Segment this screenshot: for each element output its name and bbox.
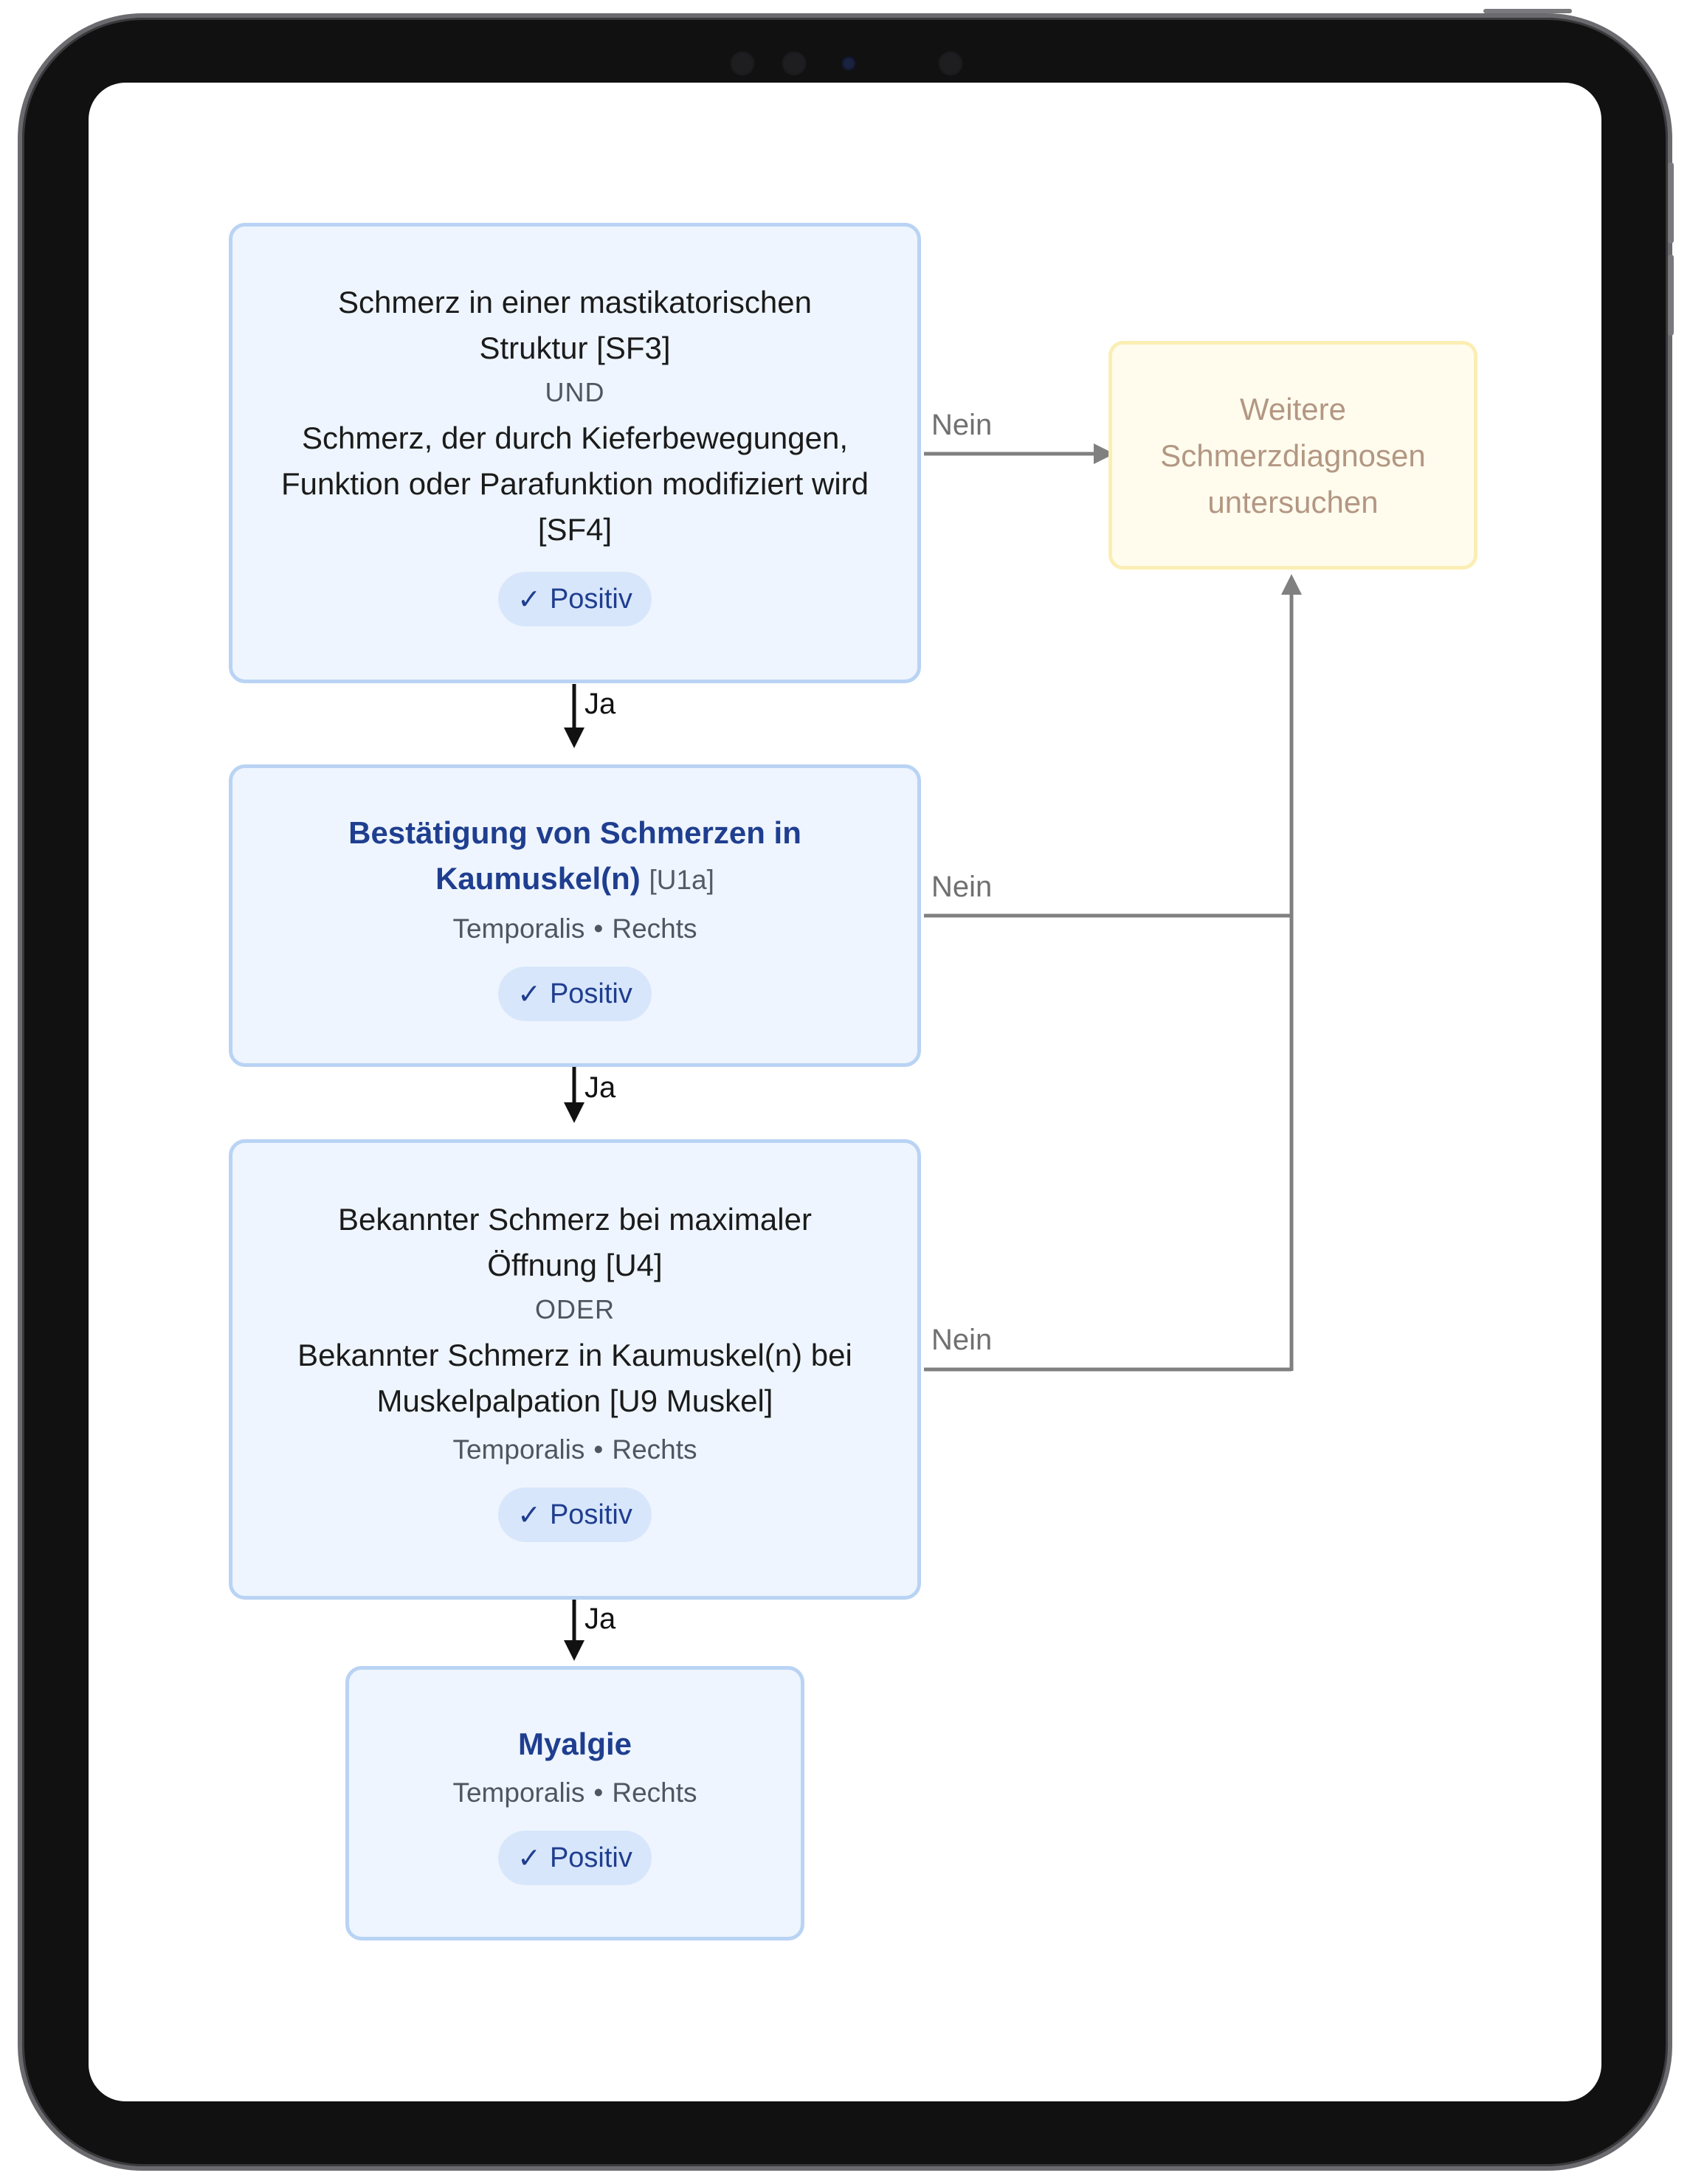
result-badge-positive: ✓ Positiv [498,572,652,626]
result-badge-positive: ✓ Positiv [498,1487,652,1542]
checkmark-icon: ✓ [517,584,541,615]
diagnosis-title: Myalgie [517,1727,632,1761]
front-camera [841,56,856,71]
bullet-dot: • [593,913,604,944]
location-meta: Temporalis • Rechts [452,913,697,944]
sensor-dot [781,50,807,77]
logic-connector-oder: ODER [534,1294,615,1324]
volume-up-button [1668,162,1674,243]
criterion-text-u4: Bekannter Schmerz bei maximaler Öffnung … [338,1202,812,1282]
criterion-text-sf3: Schmerz in einer mastikatorischen Strukt… [338,285,812,365]
muscle-label: Temporalis [452,1777,585,1808]
logic-connector-und: UND [545,377,605,407]
criterion-node-u4-u9[interactable]: Bekannter Schmerz bei maximaler Öffnung … [229,1139,921,1600]
checkmark-icon: ✓ [517,978,541,1010]
checkmark-icon: ✓ [517,1499,541,1531]
location-meta: Temporalis • Rechts [452,1434,697,1465]
other-diagnoses-text: Weitere Schmerzdiagnosen untersuchen [1160,391,1426,519]
criterion-title-u1a: Bestätigung von Schmerzen in Kaumuskel(n… [317,810,833,903]
criterion-node-u1a[interactable]: Bestätigung von Schmerzen in Kaumuskel(n… [229,764,921,1067]
criterion-title-text: Bestätigung von Schmerzen in Kaumuskel(n… [348,815,801,896]
no-label: Nein [931,1324,993,1356]
side-label: Rechts [612,913,697,944]
criterion-text-sf4: Schmerz, der durch Kieferbewegungen, Fun… [280,421,869,547]
power-button [1483,9,1572,13]
other-diagnoses-node[interactable]: Weitere Schmerzdiagnosen untersuchen [1108,341,1477,570]
result-badge-positive: ✓ Positiv [498,967,652,1021]
volume-down-button [1668,255,1674,336]
no-edge-1 [924,443,1114,464]
badge-label: Positiv [549,978,632,1009]
bullet-dot: • [593,1777,604,1808]
criterion-node-sf3-sf4[interactable]: Schmerz in einer mastikatorischen Strukt… [229,223,921,683]
yes-edge-2 [564,1067,584,1123]
sensor-dot [729,50,756,77]
muscle-label: Temporalis [452,1434,585,1465]
badge-label: Positiv [549,1842,632,1873]
diagnosis-node-myalgie[interactable]: Myalgie Temporalis • Rechts ✓ Positiv [345,1666,804,1941]
yes-label: Ja [584,1071,616,1104]
side-label: Rechts [612,1777,697,1808]
criterion-code: [U1a] [649,865,714,895]
result-badge-positive: ✓ Positiv [498,1831,652,1885]
yes-edge-3 [564,1599,584,1661]
sensor-dot [937,50,964,77]
bullet-dot: • [593,1434,604,1465]
yes-label: Ja [584,1603,616,1635]
badge-label: Positiv [549,583,632,615]
criterion-text-u9: Bekannter Schmerz in Kaumuskel(n) bei Mu… [297,1338,852,1418]
checkmark-icon: ✓ [517,1842,541,1874]
flow-edges [564,443,1302,1661]
yes-edge-1 [564,684,584,748]
no-label: Nein [931,409,993,441]
side-label: Rechts [612,1434,697,1465]
no-edge-trunk [1281,574,1302,1371]
badge-label: Positiv [549,1499,632,1530]
muscle-label: Temporalis [452,913,585,944]
no-label: Nein [931,871,993,903]
location-meta: Temporalis • Rechts [452,1777,697,1808]
screen: Schmerz in einer mastikatorischen Strukt… [89,83,1601,2101]
yes-label: Ja [584,688,616,720]
